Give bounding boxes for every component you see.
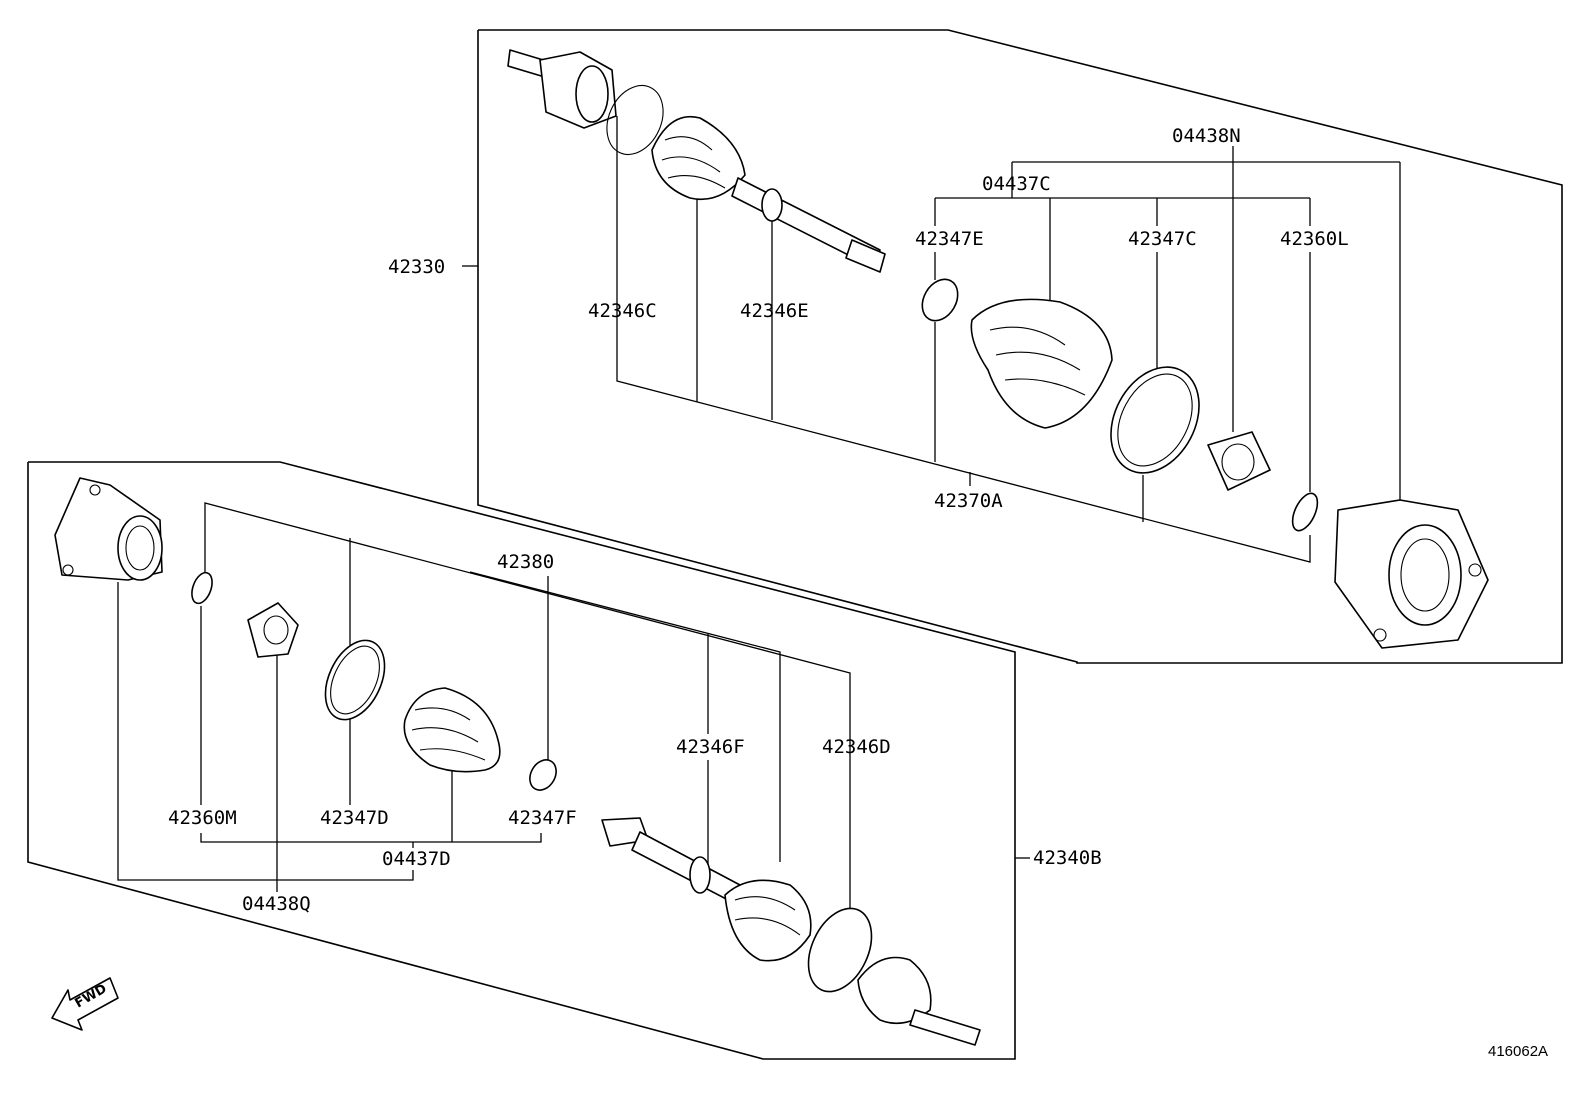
upper-leader-lines — [462, 116, 1401, 563]
upper-driveshaft — [507, 49, 886, 273]
label-42347E: 42347E — [915, 228, 984, 250]
lower-driveshaft — [601, 817, 981, 1046]
label-42380: 42380 — [497, 551, 554, 573]
label-42346C: 42346C — [588, 300, 657, 322]
label-42360L: 42360L — [1280, 228, 1349, 250]
label-04438Q: 04438Q — [242, 893, 311, 915]
label-42347C: 42347C — [1128, 228, 1197, 250]
label-42360M: 42360M — [168, 807, 237, 829]
upper-assembly-frame — [477, 29, 1563, 664]
label-04438N: 04438N — [1172, 125, 1241, 147]
diagram-id: 416062A — [1488, 1043, 1548, 1060]
lower-labels: 42380 42346F 42346D 42360M 42347D 42347F… — [168, 551, 1102, 915]
label-42346F: 42346F — [676, 736, 745, 758]
upper-inboard-parts — [921, 278, 1489, 649]
label-42347F: 42347F — [508, 807, 577, 829]
lower-assembly-frame — [27, 461, 1016, 1060]
label-42346E: 42346E — [740, 300, 809, 322]
upper-labels: 42330 04438N 04437C 42347E 42347C 42360L… — [388, 125, 1349, 512]
label-04437C: 04437C — [982, 173, 1051, 195]
label-04437D: 04437D — [382, 848, 451, 870]
label-42346D: 42346D — [822, 736, 891, 758]
lower-inboard-parts — [54, 477, 557, 791]
label-42340B: 42340B — [1033, 847, 1102, 869]
label-42370A: 42370A — [934, 490, 1003, 512]
fwd-arrow-icon: FWD — [51, 977, 119, 1031]
lower-leader-lines — [117, 502, 1030, 920]
label-42347D: 42347D — [320, 807, 389, 829]
label-42330: 42330 — [388, 256, 445, 278]
